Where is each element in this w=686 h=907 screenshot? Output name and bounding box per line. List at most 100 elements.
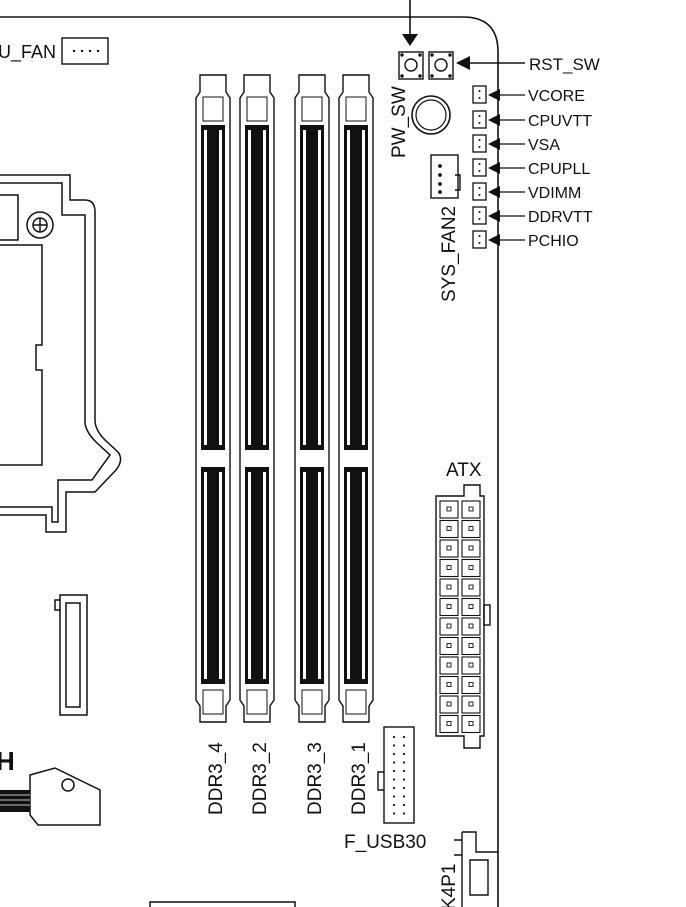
usb-pin: [402, 744, 406, 747]
atx-pin-contact: [468, 701, 474, 707]
atx-pin-contact: [468, 604, 474, 609]
atx-label: ATX: [446, 460, 482, 481]
voltage-point-vsa: VSA: [472, 134, 560, 154]
atx-pin-contact: [468, 662, 474, 668]
atx-pin-contact: [446, 584, 452, 590]
atx-pin-contact: [446, 623, 452, 629]
voltage-label-vsa: VSA: [528, 137, 560, 154]
dimm-label-1: DDR3_4: [206, 742, 227, 815]
atx-pin-contact: [446, 643, 452, 648]
power-switch-button: [398, 51, 424, 80]
atx-pin-contact: [468, 643, 474, 648]
rst-sw-arrow: [456, 56, 525, 70]
usb-pin: [392, 778, 396, 781]
atx-pin-contact: [468, 721, 474, 726]
f-usb30-header: [377, 726, 415, 824]
atx-pin-contact: [446, 682, 452, 687]
usb-pin: [402, 735, 406, 739]
atx-pin-contact: [446, 506, 452, 512]
usb-pin: [392, 744, 396, 747]
atx-pin-contact: [468, 506, 474, 512]
pointer-arrow: [402, 0, 418, 46]
atx-pin: [439, 578, 459, 597]
usb-pin: [392, 769, 396, 773]
usb-pin: [402, 786, 406, 790]
usb-pin: [402, 778, 406, 781]
battery-holder: [29, 767, 101, 826]
dimm-slot-ddr3-3: [294, 74, 330, 723]
dimm-label-2: DDR3_2: [250, 742, 271, 815]
f-usb30-label: F_USB30: [344, 832, 426, 853]
atx-pin: [461, 539, 481, 558]
atx-pin-contact: [468, 682, 474, 687]
atx-pin: [439, 636, 459, 656]
power-button: [411, 95, 451, 135]
pw-sw-label: PW_SW: [389, 86, 410, 158]
cpu-fan-header: [61, 37, 109, 65]
cpu-socket: [0, 174, 122, 533]
atx-pin: [461, 500, 481, 519]
atx-pin-contact: [446, 565, 452, 570]
atx-pin: [461, 675, 481, 695]
atx-pins: [439, 500, 481, 734]
atx-pin-contact: [446, 604, 452, 609]
sys-fan2-header: [430, 154, 461, 199]
usb-pin: [392, 735, 396, 739]
atx-pin: [461, 636, 481, 656]
usb-pin: [392, 795, 396, 798]
atx-pin: [461, 578, 481, 597]
atx-pin-contact: [468, 623, 474, 629]
voltage-point-ddrvtt: DDRVTT: [472, 206, 593, 226]
cpu-fan-label: U_FAN: [0, 42, 56, 63]
voltage-label-vdimm: VDIMM: [528, 185, 581, 202]
atx-4pin-connector: [454, 831, 498, 907]
voltage-point-vdimm: VDIMM: [472, 182, 581, 202]
voltage-point-vcore: VCORE: [472, 85, 585, 105]
voltage-point-pchio: PCHIO: [472, 230, 579, 250]
atx-pin: [461, 558, 481, 578]
atx-power-connector: [435, 484, 491, 749]
atx-pin: [439, 656, 459, 675]
voltage-label-vcore: VCORE: [528, 88, 585, 105]
dimm-label-3: DDR3_3: [305, 742, 326, 815]
atx-pin-contact: [468, 565, 474, 570]
atx-pin-contact: [446, 721, 452, 726]
atx-4pin-label: K4P1: [439, 864, 460, 907]
usb-pin: [392, 803, 396, 807]
cpu-fan-pins: [72, 49, 100, 53]
usb-pin: [392, 812, 396, 815]
dimm-slot-ddr3-2: [239, 74, 275, 723]
atx-pin: [439, 597, 459, 617]
atx-pin: [439, 617, 459, 636]
rst-sw-label: RST_SW: [529, 55, 600, 74]
atx-pin: [461, 617, 481, 636]
atx-pin: [461, 714, 481, 734]
board-outline: [0, 16, 499, 907]
atx-pin: [461, 597, 481, 617]
usb-pin: [402, 795, 406, 798]
voltage-label-cpuvtt: CPUVTT: [528, 113, 592, 130]
sata-connector: [54, 594, 88, 716]
usb-pin: [392, 752, 396, 756]
atx-pin: [439, 714, 459, 734]
atx-pin: [439, 695, 459, 714]
voltage-label-cpupll: CPUPLL: [528, 161, 590, 178]
atx-pin: [461, 519, 481, 539]
bottom-chip-partial: [149, 901, 296, 907]
atx-pin-contact: [446, 701, 452, 707]
atx-pin: [439, 675, 459, 695]
pcie-slot-partial: [0, 790, 30, 812]
voltage-label-ddrvtt: DDRVTT: [528, 209, 593, 226]
chipset-label: H: [0, 746, 15, 776]
atx-pin-contact: [468, 526, 474, 531]
atx-pin: [439, 558, 459, 578]
voltage-points: VCORE CPUVTT VSA CPUPLL: [472, 85, 593, 250]
atx-pin-contact: [468, 584, 474, 590]
atx-pin: [439, 519, 459, 539]
usb-pin: [402, 752, 406, 756]
atx-pin-contact: [446, 526, 452, 531]
voltage-point-cpupll: CPUPLL: [472, 158, 590, 178]
usb-pin: [392, 786, 396, 790]
reset-switch-button: [428, 51, 454, 80]
